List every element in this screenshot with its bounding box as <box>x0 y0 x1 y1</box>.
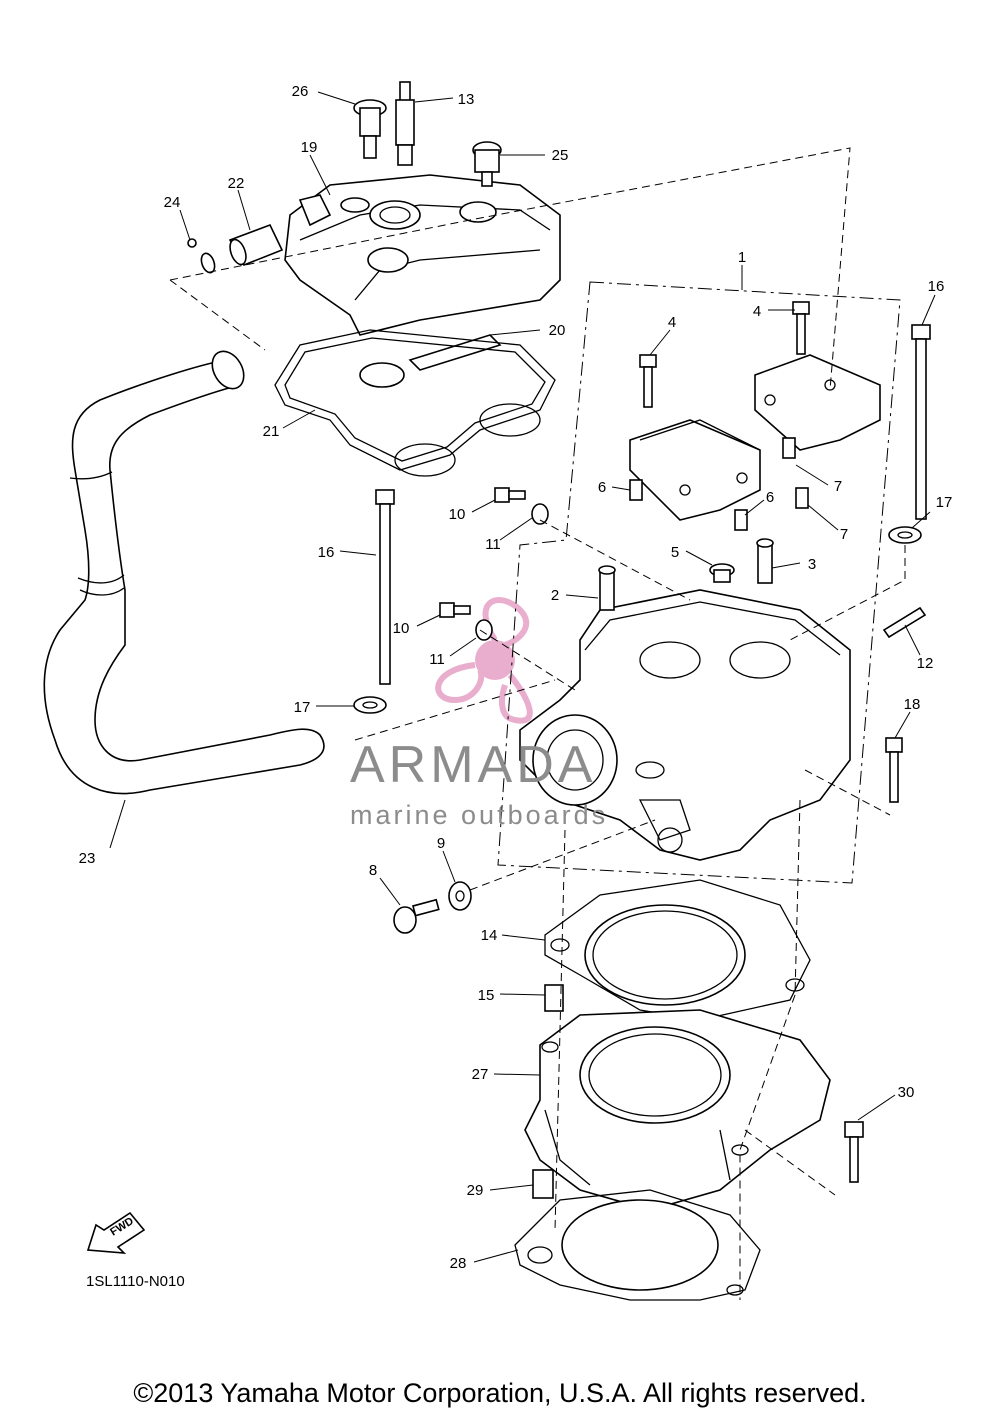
assembly-line-h <box>739 799 801 1300</box>
callout-3: 3 <box>808 556 816 573</box>
camshaft-cap-left <box>629 419 761 521</box>
assembly-line-c <box>354 679 556 741</box>
copyright-notice: ©2013 Yamaha Motor Corporation, U.S.A. A… <box>133 1378 867 1408</box>
stud-bolt-16-right <box>911 324 931 520</box>
assembly-line-k <box>479 629 576 691</box>
callout-20: 20 <box>549 322 566 339</box>
callout-6-left: 6 <box>598 479 606 496</box>
callout-2: 2 <box>551 587 559 604</box>
callout-7-upper: 7 <box>834 478 842 495</box>
callout-numbers: 1 2 3 4 4 5 6 6 7 7 8 9 10 10 11 11 12 1… <box>79 83 953 1272</box>
callout-30: 30 <box>898 1084 915 1101</box>
bolt-4-right <box>792 301 810 355</box>
callout-16-right: 16 <box>928 278 945 295</box>
callout-9: 9 <box>437 835 445 852</box>
callout-10-lower: 10 <box>393 620 410 637</box>
callout-21: 21 <box>263 423 280 440</box>
washer-9 <box>448 881 472 911</box>
cylinder-head-1 <box>519 589 851 861</box>
watermark-propeller-logo <box>435 597 533 724</box>
watermark-tagline: marine outboards <box>350 800 609 830</box>
callout-24: 24 <box>164 194 181 211</box>
assembly-line-d <box>789 545 906 641</box>
bolt-10-lower <box>439 602 471 618</box>
callout-22: 22 <box>228 175 245 192</box>
callout-18: 18 <box>904 696 921 713</box>
guide-2 <box>598 565 616 611</box>
plate-20 <box>408 334 502 371</box>
callout-26: 26 <box>292 83 309 100</box>
coolant-hose-23 <box>43 350 325 795</box>
bolt-26 <box>353 99 387 159</box>
grommet-25 <box>472 141 502 187</box>
assembly-line-j <box>539 519 691 601</box>
assembly-outline-head <box>497 281 901 884</box>
assembly-line-i <box>744 1129 836 1196</box>
callout-7-lower: 7 <box>840 526 848 543</box>
callout-11-lower: 11 <box>429 651 445 668</box>
assembly-line-b <box>169 147 851 391</box>
washer-11-lower <box>475 619 493 641</box>
callout-11-upper: 11 <box>485 536 501 553</box>
bolt-18 <box>885 737 903 803</box>
dowel-pin-29 <box>532 1169 554 1199</box>
dowel-pin-7-upper <box>782 437 796 459</box>
bolt-4-left <box>639 354 657 408</box>
camshaft-cap-right <box>754 354 881 451</box>
dowel-pin-7-lower <box>795 487 809 509</box>
watermark-brand: ARMADA <box>350 736 597 794</box>
dowel-pin-6-left <box>629 479 643 501</box>
dowel-pin-15 <box>544 984 564 1012</box>
assembly-line-a <box>169 279 266 351</box>
spark-plug-13 <box>395 81 415 166</box>
leader-lines <box>109 91 936 1263</box>
callout-28: 28 <box>450 1255 467 1272</box>
stud-12 <box>882 606 927 639</box>
bolt-30 <box>844 1121 864 1183</box>
assembly-line-f <box>469 819 656 891</box>
assembly-line-e <box>804 769 891 816</box>
callout-10-upper: 10 <box>449 506 466 523</box>
bolt-10-upper <box>494 487 526 503</box>
callout-8: 8 <box>369 862 377 879</box>
cylinder-27 <box>524 1009 831 1211</box>
stud-bolt-16-left <box>375 489 395 685</box>
head-cover-gasket-21 <box>274 329 556 477</box>
diagram-code: 1SL1110-N010 <box>86 1273 185 1290</box>
cylinder-head-cover-19 <box>284 174 561 336</box>
callout-17-left: 17 <box>294 699 311 716</box>
plug-22 <box>228 223 284 267</box>
callout-29: 29 <box>467 1182 484 1199</box>
cylinder-base-gasket-28 <box>514 1189 761 1301</box>
callout-16-left: 16 <box>318 544 335 561</box>
callout-14: 14 <box>481 927 498 944</box>
callout-4-right: 4 <box>753 303 761 320</box>
callout-12: 12 <box>917 655 934 672</box>
washer-11-upper <box>531 503 549 525</box>
fwd-arrow-icon: FWD <box>86 1211 146 1254</box>
guide-3 <box>756 538 774 584</box>
callout-23: 23 <box>79 850 96 867</box>
bolt-8 <box>393 898 440 934</box>
plug-5 <box>709 563 735 583</box>
callout-27: 27 <box>472 1066 489 1083</box>
callout-17-right: 17 <box>936 494 953 511</box>
callout-19: 19 <box>301 139 318 156</box>
o-ring-24 <box>187 238 216 274</box>
callout-5: 5 <box>671 544 679 561</box>
callout-1: 1 <box>738 249 746 266</box>
cylinder-head-gasket-14 <box>544 879 811 1021</box>
callout-13: 13 <box>458 91 475 108</box>
dowel-pin-6-right <box>734 509 748 531</box>
callout-25: 25 <box>552 147 569 164</box>
washer-17-right <box>888 526 922 544</box>
callout-15: 15 <box>478 987 495 1004</box>
callout-4-left: 4 <box>668 314 676 331</box>
washer-17-left <box>353 696 387 714</box>
assembly-line-g <box>554 829 566 1231</box>
callout-6-right: 6 <box>766 489 774 506</box>
